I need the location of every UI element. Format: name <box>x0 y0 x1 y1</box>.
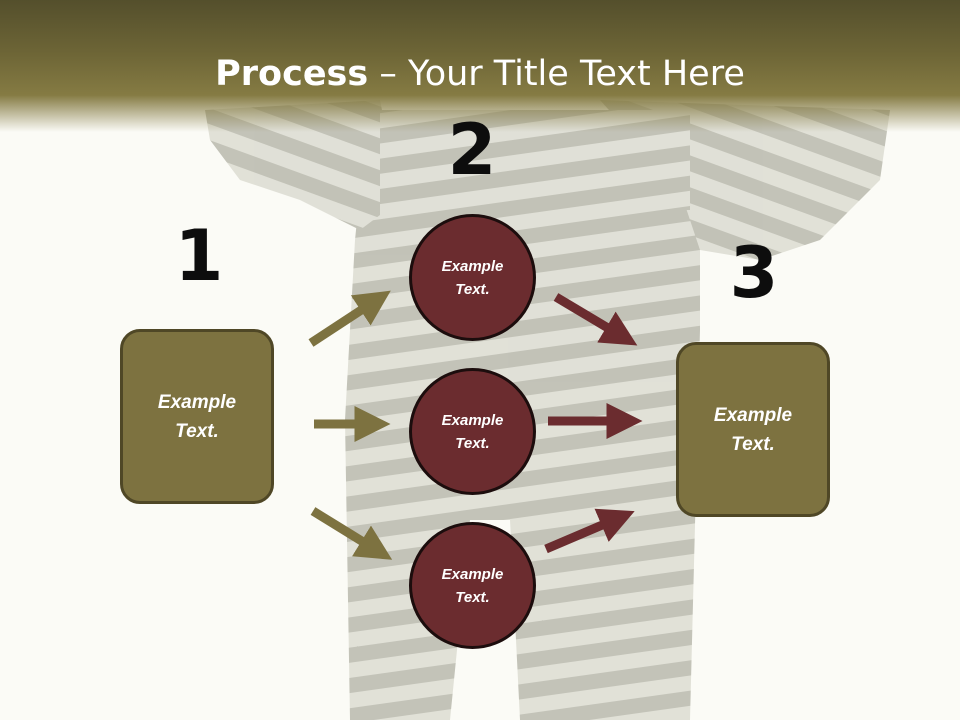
step-3-box-text: Example Text. <box>713 404 793 455</box>
step-1-box-text: Example Text. <box>157 391 237 442</box>
step-number-3: 3 <box>729 232 779 314</box>
title-bar <box>0 0 960 132</box>
slide-title: Process – Your Title Text Here <box>0 52 960 96</box>
step-3-box: Example Text. <box>676 342 830 517</box>
step-number-2: 2 <box>447 109 497 191</box>
arrow-circle-bottom-to-box3 <box>544 508 635 554</box>
arrow-box1-to-circle-bottom <box>310 507 393 560</box>
arrow-box1-to-circle-top <box>308 290 391 347</box>
title-bold: Process <box>215 54 369 94</box>
circle-bottom-text: Example Text. <box>441 565 504 606</box>
step-1-box: Example Text. <box>120 329 274 504</box>
step-2-circle-bottom: Example Text. <box>409 522 536 649</box>
step-2-circle-top: Example Text. <box>409 214 536 341</box>
circle-middle-text: Example Text. <box>441 411 504 452</box>
title-rest: – Your Title Text Here <box>368 54 745 94</box>
circle-top-text: Example Text. <box>441 257 504 298</box>
step-2-circle-middle: Example Text. <box>409 368 536 495</box>
arrow-circle-top-to-box3 <box>553 293 638 346</box>
step-number-1: 1 <box>174 215 224 297</box>
